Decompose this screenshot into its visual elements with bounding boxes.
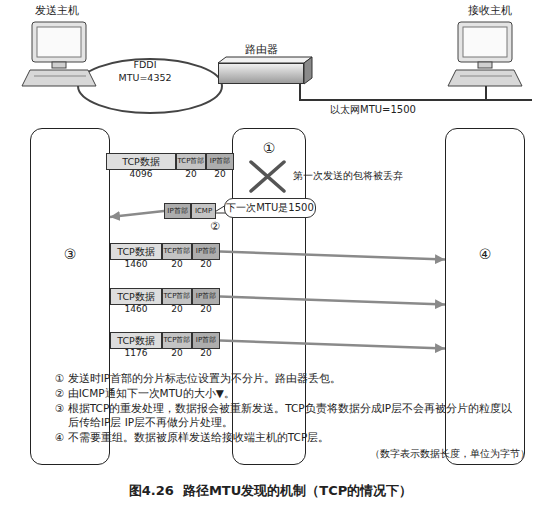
- sender-computer: [22, 22, 96, 86]
- segment-name: TCP数据: [117, 292, 155, 302]
- length-value: 4096: [107, 170, 175, 180]
- segment-name: TCP首部: [164, 293, 191, 300]
- tcp-header-segment: TCP首部20: [176, 153, 206, 170]
- figure-caption: 图4.26 路径MTU发现的机制（TCP的情况下）: [0, 482, 541, 500]
- network-label: 以太网MTU=1500: [330, 103, 450, 117]
- length-value: 1460: [111, 260, 161, 270]
- segment-name: IP首部: [196, 337, 216, 344]
- length-value: 20: [207, 170, 233, 180]
- tcp-header-segment: TCP首部20: [162, 288, 192, 305]
- ip-header-segment: IP首部20: [192, 288, 220, 305]
- length-value: 1460: [111, 305, 161, 315]
- ip-header-segment: IP首部: [164, 203, 191, 219]
- flow-arrow: [110, 211, 164, 217]
- segment-name: IP首部: [196, 248, 216, 255]
- segment-name: TCP首部: [164, 337, 191, 344]
- segment-name: IP首部: [210, 158, 230, 165]
- tcp-header-segment: TCP首部20: [162, 243, 192, 260]
- tcp-data-segment: TCP数据1176: [110, 332, 162, 349]
- host-label: 发送主机: [22, 4, 92, 19]
- ip-header-segment: IP首部20: [206, 153, 234, 170]
- segment-name: IP首部: [196, 293, 216, 300]
- callout-number: ④: [446, 247, 524, 261]
- router-label: 路由器: [205, 42, 317, 57]
- tcp-header-segment: TCP首部20: [162, 332, 192, 349]
- segment-name: IP首部: [167, 208, 187, 215]
- callout-bubble: 下一次MTU是1500: [224, 198, 316, 218]
- length-value: 20: [193, 349, 219, 359]
- flow-arrow: [220, 341, 445, 349]
- unit-note: （数字表示数据长度，单位为字节）: [300, 447, 530, 461]
- sender-host-lane: ③: [30, 128, 110, 465]
- flow-arrow: [220, 252, 445, 260]
- segment-name: TCP数据: [117, 336, 155, 346]
- footnote: ③ 根据TCP的重发处理，数据报会被重新发送。TCP负责将数据分成IP层不会再被…: [55, 401, 520, 429]
- segment-name: TCP数据: [117, 247, 155, 257]
- ip-header-segment: IP首部20: [192, 243, 220, 260]
- drop-cross: [251, 162, 284, 191]
- callout-number: ③: [31, 247, 109, 261]
- callout-number: ②: [207, 220, 223, 235]
- ethernet-cable: [300, 84, 532, 100]
- callout-text: 下一次MTU是1500: [226, 201, 314, 215]
- length-value: 20: [163, 305, 191, 315]
- length-value: 20: [177, 170, 205, 180]
- callout-number: ①: [233, 141, 305, 155]
- ip-header-segment: IP首部20: [192, 332, 220, 349]
- fddi-ring: [78, 59, 222, 113]
- footnote: ② 由ICMP通知下一次MTU的大小▼。: [55, 386, 525, 400]
- receiver-computer: [448, 22, 522, 86]
- drop-note: 第一次发送的包将被丢弃: [293, 169, 443, 183]
- segment-name: TCP首部: [178, 158, 205, 165]
- flow-arrow: [220, 297, 445, 305]
- segment-name: TCP数据: [122, 157, 160, 167]
- segment-name: ICMP: [195, 208, 212, 215]
- length-value: 1176: [111, 349, 161, 359]
- tcp-data-segment: TCP数据1460: [110, 243, 162, 260]
- host-label: 接收主机: [450, 4, 530, 19]
- router-box: 路由器: [218, 63, 304, 84]
- footnote: ① 发送时IP首部的分片标志位设置为不分片。路由器丢包。: [55, 371, 525, 385]
- receiver-host-lane: ④: [445, 128, 525, 465]
- router-side-face: [304, 57, 312, 84]
- length-value: 20: [193, 305, 219, 315]
- network-label: FDDI MTU=4352: [112, 59, 178, 85]
- tcp-data-segment: TCP数据4096: [106, 153, 176, 170]
- length-value: 20: [163, 349, 191, 359]
- length-value: 20: [163, 260, 191, 270]
- length-value: 20: [193, 260, 219, 270]
- tcp-data-segment: TCP数据1460: [110, 288, 162, 305]
- icmp-segment: ICMP: [191, 203, 216, 219]
- footnote: ④ 不需要重组。数据被原样发送给接收端主机的TCP层。: [55, 430, 525, 444]
- segment-name: TCP首部: [164, 248, 191, 255]
